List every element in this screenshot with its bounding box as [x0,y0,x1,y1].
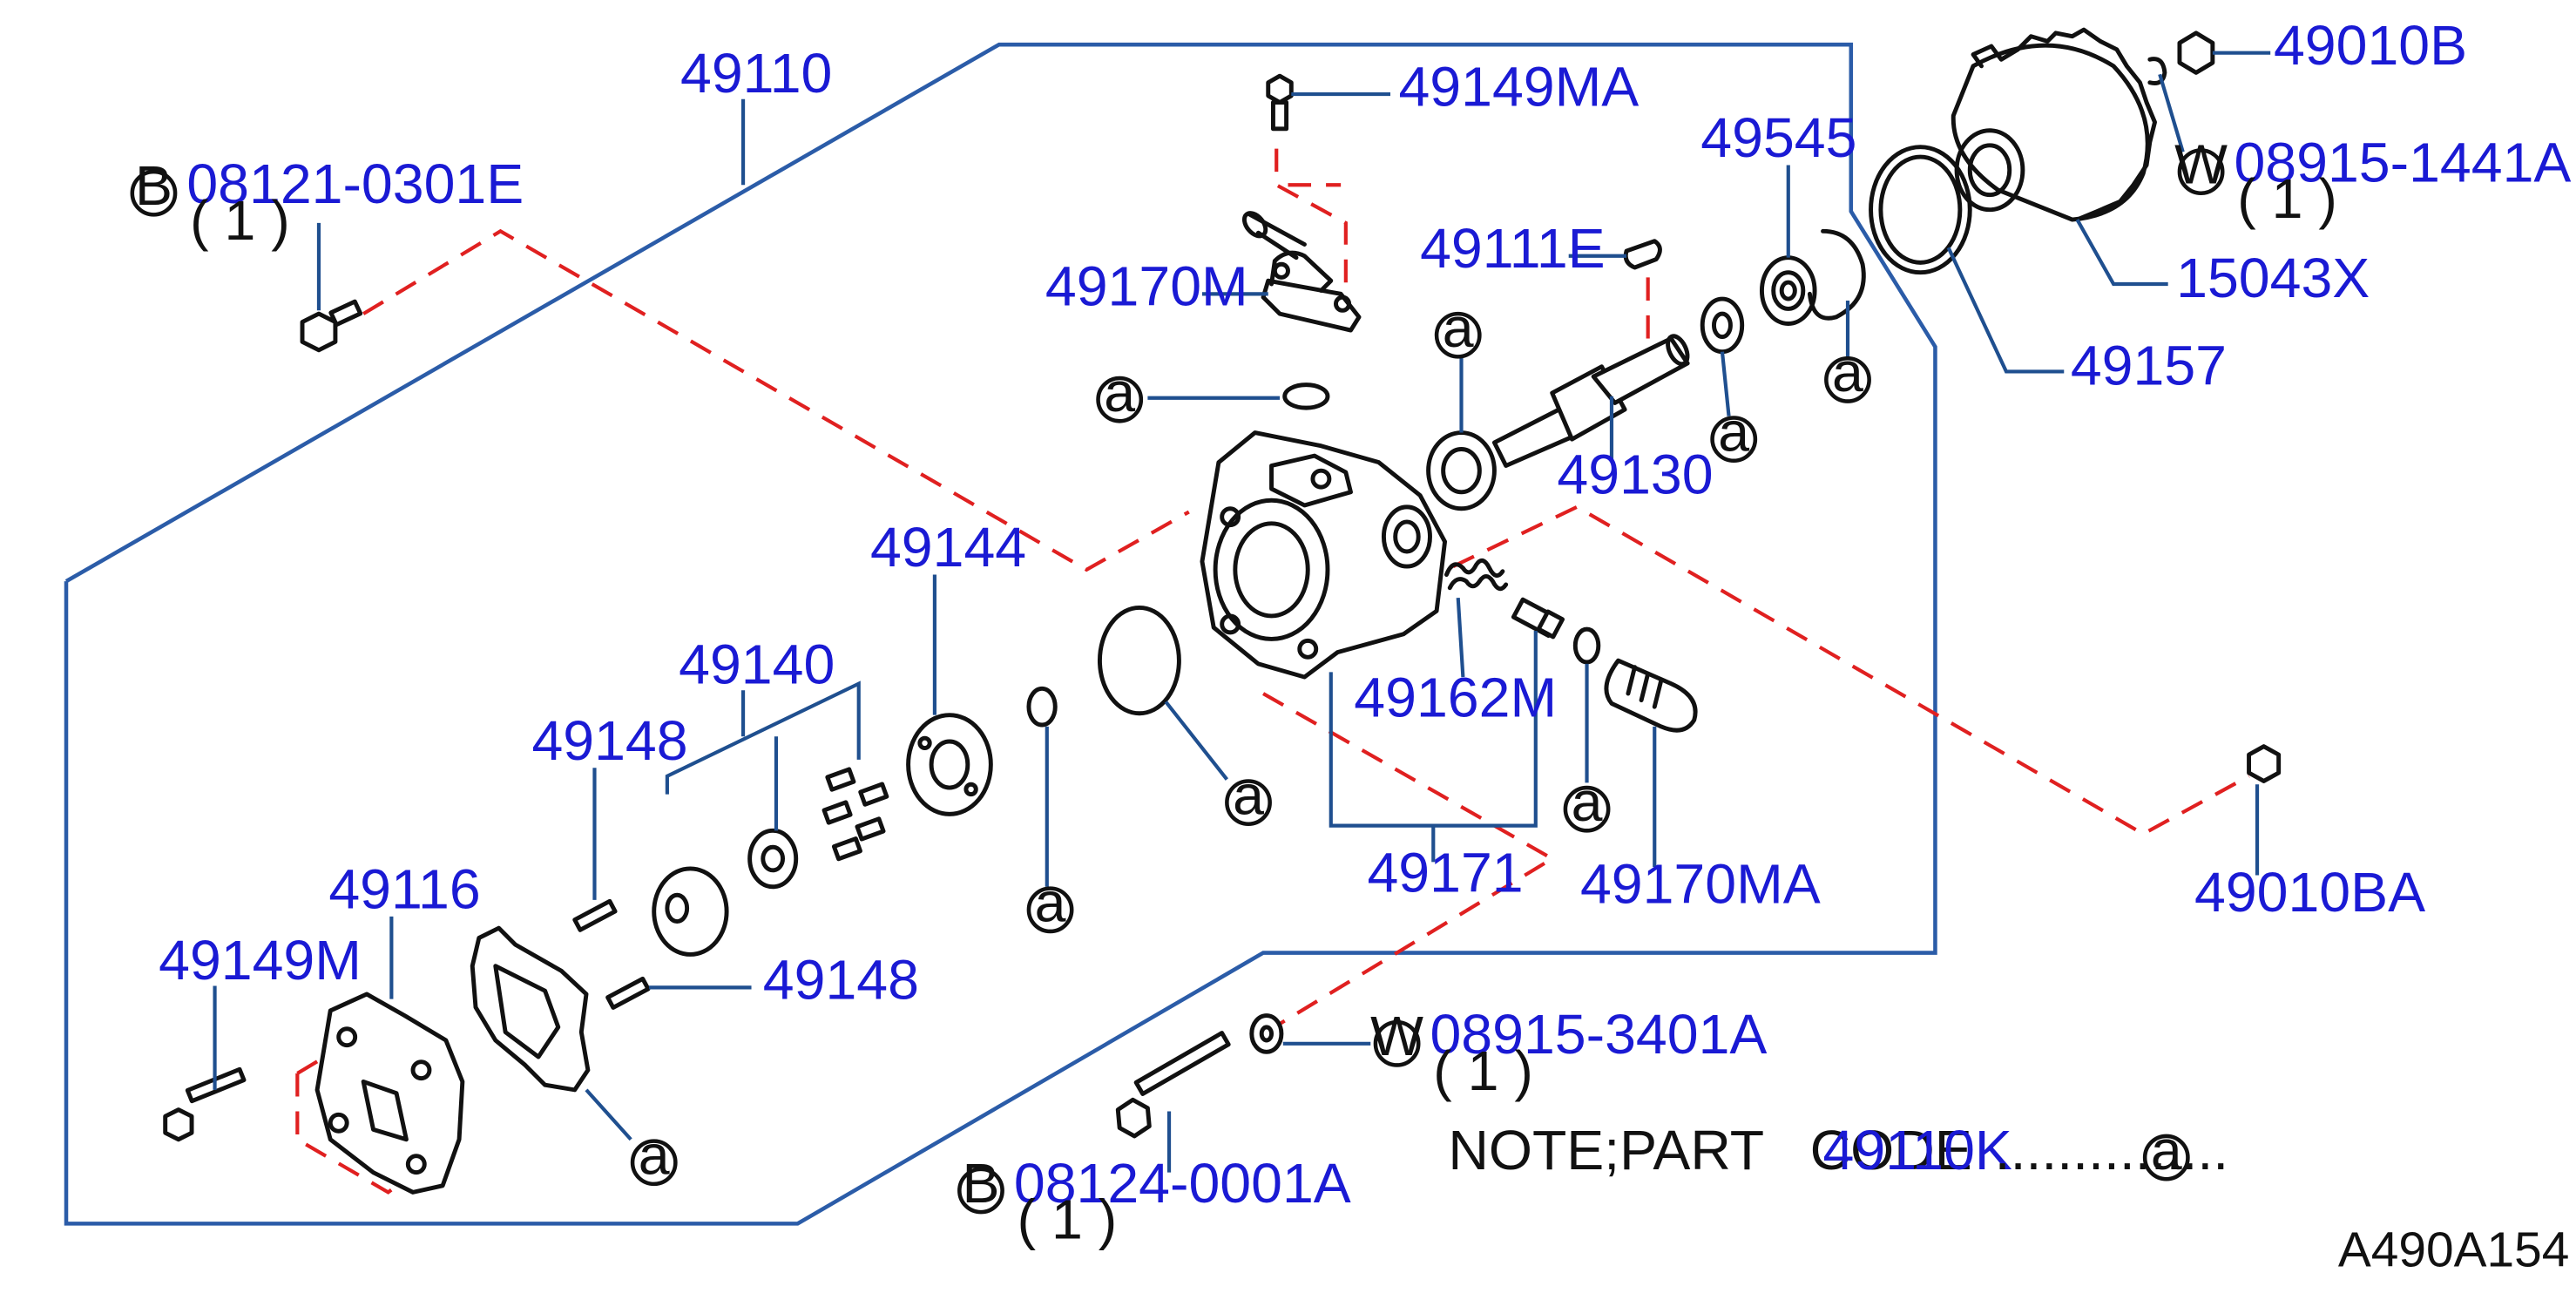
label-49149MA: 49149MA [1398,55,1639,118]
label-49148-lower: 49148 [763,949,919,1012]
label-49157: 49157 [2071,335,2227,397]
label-49010B: 49010B [2274,14,2467,77]
label-49110: 49110 [680,42,832,105]
nut-49010B-icon [2177,30,2215,75]
kit-markers: a a a a a a a a a [630,296,2190,1187]
label-49148-upper: 49148 [531,709,687,772]
figure-reference: A490A154 [2338,1223,2570,1278]
bolt-08121-0301E-icon [300,299,363,353]
kit-marker: a [1026,871,1074,934]
qty-08915-3401A: ( 1 ) [1433,1039,1533,1102]
svg-text:a: a [1233,763,1264,826]
leader-lines [213,51,2271,1173]
pin-49148-a-icon [572,898,618,932]
label-49111E: 49111E [1420,217,1606,280]
label-08915-3401A: 08915-3401A [1430,1003,1767,1066]
gasket-49157-icon [1869,145,1972,275]
seal-ring-icon [1426,430,1497,511]
large-o-ring-icon [1097,605,1181,716]
cam-ring-49144-icon [906,713,993,816]
label-08124-0001A: 08124-0001A [1014,1152,1351,1215]
pump-body-icon [1200,430,1448,680]
label-08915-1441A: 08915-1441A [2234,131,2571,193]
label-49171: 49171 [1367,841,1523,904]
label-49140: 49140 [679,633,835,696]
label-08121-0301E: 08121-0301E [186,152,524,215]
washer-08915-3401A-icon [1249,1013,1284,1054]
bolt-prefix-symbol: B [962,1152,999,1215]
spring-49162M-icon [1444,558,1509,592]
valve-49171-icon [1511,597,1565,640]
cover-49116-icon [314,992,465,1195]
svg-text:a: a [1035,871,1066,934]
key-49111E-icon [1623,239,1662,270]
kit-marker: a [1824,341,1871,403]
note-text: NOTE;PART CODE [1448,1119,1971,1181]
bolt-08124-0001A-icon [1115,1031,1231,1139]
washer-08915-1441A-icon [2147,57,2167,85]
bearing-49545-icon [1759,255,1817,326]
assembly-group-outline [64,42,1937,1226]
snap-ring-icon [1807,228,1866,321]
nut-49010BA-icon [2247,744,2282,783]
label-49010BA: 49010BA [2194,861,2425,924]
fitting-49170M-icon [1241,211,1362,333]
washer-prefix-symbol: W [1370,1005,1423,1067]
svg-text:a: a [1572,770,1603,833]
svg-text:a: a [2151,1119,2182,1181]
kit-marker: a [2142,1119,2190,1181]
side-plate-icon [652,866,729,957]
cover-gasket-icon [470,925,591,1093]
connector-49170MA-icon [1604,658,1698,733]
svg-text:a: a [639,1124,670,1187]
bolt-prefix-symbol: B [135,154,172,217]
svg-text:a: a [1443,296,1474,359]
qty-08121-0301E: ( 1 ) [190,189,290,252]
qty-08915-1441A: ( 1 ) [2237,167,2337,230]
label-49170MA: 49170MA [1580,853,1821,916]
kit-marker: a [1434,296,1482,359]
note-part-code: 49110K [1823,1119,2012,1181]
qty-08124-0001A: ( 1 ) [1018,1188,1118,1250]
marker-bolt-08121: B [130,154,178,217]
marker-washer-08915-3401A: W [1370,1005,1423,1067]
vanes-icon [821,767,889,862]
label-49545: 49545 [1700,106,1856,169]
kit-marker: a [1225,763,1272,826]
label-49116: 49116 [328,857,480,920]
pin-49148-b-icon [605,976,651,1010]
kit-marker: a [1563,770,1611,833]
label-49149M: 49149M [159,929,362,992]
svg-text:a: a [1832,341,1863,403]
washer-prefix-symbol: W [2174,132,2228,195]
kit-marker: a [630,1124,678,1187]
note-dots: ............... [1995,1119,2228,1181]
bolt-49149M-icon [163,1066,247,1142]
connector-o-ring-icon [1572,626,1601,665]
label-49130: 49130 [1557,443,1713,506]
marker-bolt-08124: B [957,1152,1004,1215]
label-15043X: 15043X [2176,247,2370,309]
small-o-ring-icon [1026,686,1058,728]
marker-washer-08915-1441A: W [2174,132,2228,195]
label-49162M: 49162M [1354,667,1557,729]
svg-text:a: a [1718,400,1749,463]
kit-marker: a [1710,400,1758,463]
svg-text:a: a [1104,361,1135,423]
label-49144: 49144 [870,516,1026,579]
gear-15043X-icon [1951,27,2157,222]
kit-marker: a [1096,361,1144,423]
washer-icon [1700,296,1745,355]
o-ring-icon [1282,382,1330,410]
label-49170M: 49170M [1045,255,1248,318]
rotor-49140-icon [747,828,799,890]
shaft-49130-icon [1491,334,1690,468]
bolt-49149MA-icon [1266,73,1294,132]
